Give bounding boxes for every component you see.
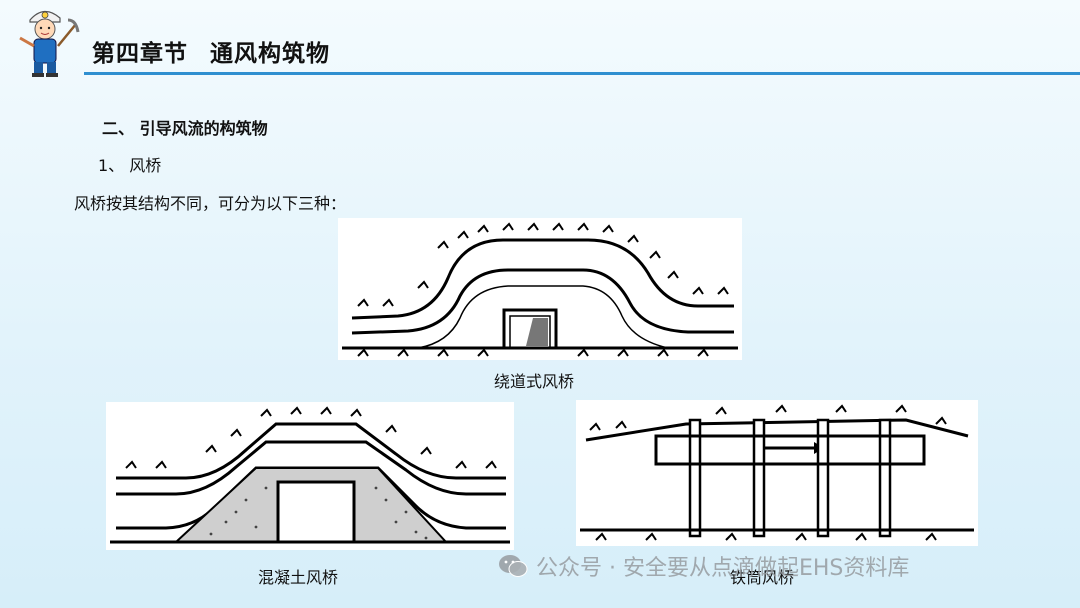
iron-pipe-air-bridge-diagram-icon <box>580 404 974 541</box>
bypass-air-bridge-diagram-icon <box>342 222 738 357</box>
figure-concrete-air-bridge <box>106 402 514 550</box>
intro-text: 风桥按其结构不同，可分为以下三种： <box>74 194 347 213</box>
wechat-icon <box>499 555 528 577</box>
header-divider <box>84 72 1080 75</box>
figure-caption-concrete: 混凝土风桥 <box>258 568 339 587</box>
watermark: 公众号 · 安全要从点滴做起EHS资料库 <box>498 550 909 582</box>
figure-iron-pipe-air-bridge <box>576 400 978 546</box>
miner-mascot-icon <box>19 10 80 77</box>
sub-heading: 1、 风桥 <box>98 156 162 175</box>
slide-header: 第四章节通风构筑物 <box>0 0 1080 80</box>
watermark-text: 公众号 · 安全要从点滴做起EHS资料库 <box>536 556 910 581</box>
figure-caption-bypass: 绕道式风桥 <box>494 372 575 391</box>
figure-bypass-air-bridge <box>338 218 742 360</box>
figure-caption-iron-pipe: 铁筒风桥 <box>730 568 795 587</box>
page-title: 第四章节通风构筑物 <box>92 41 330 67</box>
section-heading: 二、 引导风流的构筑物 <box>102 119 268 138</box>
concrete-air-bridge-diagram-icon <box>110 406 510 544</box>
